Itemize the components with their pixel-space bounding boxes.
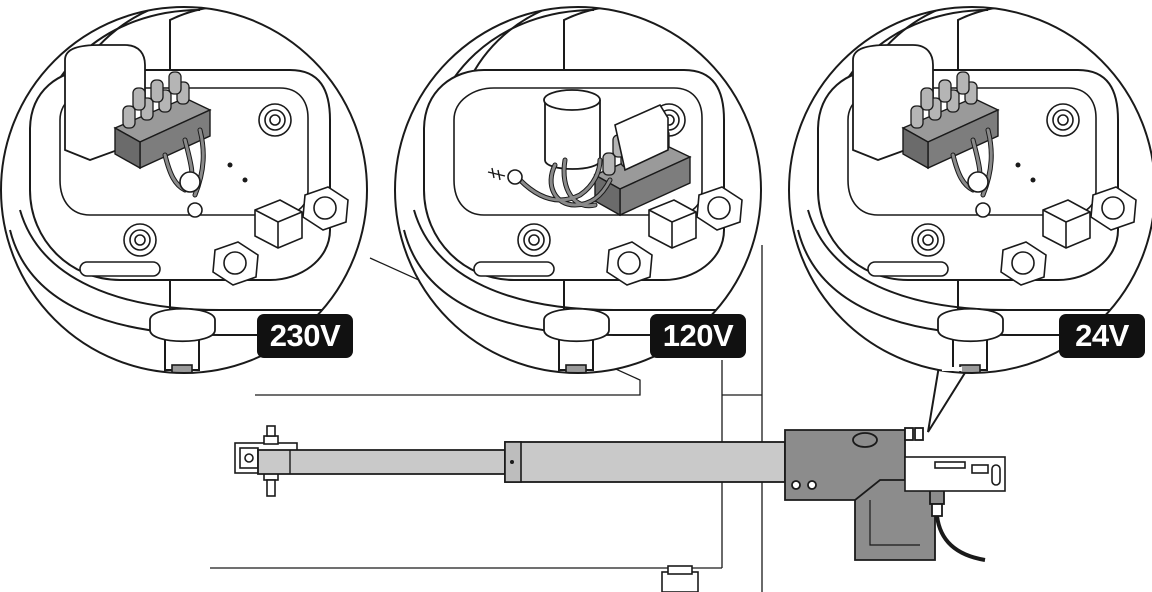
magnifier-230v — [0, 6, 368, 374]
magnifier-120v — [394, 6, 762, 374]
outer-tube — [504, 441, 786, 483]
voltage-badge-120v: 120V — [650, 314, 746, 358]
piston-rod — [257, 449, 506, 475]
front-bracket — [904, 456, 1006, 492]
base-post — [661, 565, 699, 592]
linear-actuator — [234, 425, 1006, 592]
voltage-badge-24v: 24V — [1059, 314, 1145, 358]
voltage-badge-230v: 230V — [257, 314, 353, 358]
motor-housing — [784, 427, 986, 562]
magnifier-24v — [788, 6, 1152, 433]
